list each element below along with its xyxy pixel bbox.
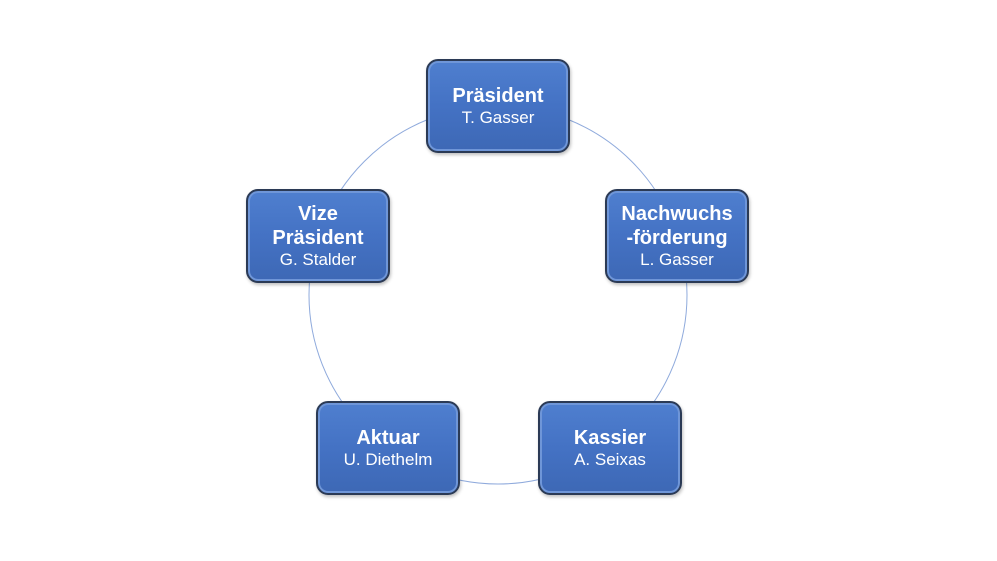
- node-name: A. Seixas: [574, 449, 646, 469]
- node-role: Präsident: [452, 84, 544, 107]
- node-role: Nachwuchs-förderung: [621, 202, 733, 249]
- node-name: U. Diethelm: [343, 449, 433, 469]
- node-role: Kassier: [573, 426, 647, 449]
- node-name: L. Gasser: [640, 249, 714, 269]
- node-nachwuchsfoerderung[interactable]: Nachwuchs-förderung L. Gasser: [605, 189, 749, 283]
- node-kassier[interactable]: Kassier A. Seixas: [538, 401, 682, 495]
- node-name: T. Gasser: [461, 107, 535, 127]
- node-role: Aktuar: [356, 426, 420, 449]
- node-aktuar[interactable]: Aktuar U. Diethelm: [316, 401, 460, 495]
- node-praesident[interactable]: Präsident T. Gasser: [426, 59, 570, 153]
- node-name: G. Stalder: [279, 249, 357, 269]
